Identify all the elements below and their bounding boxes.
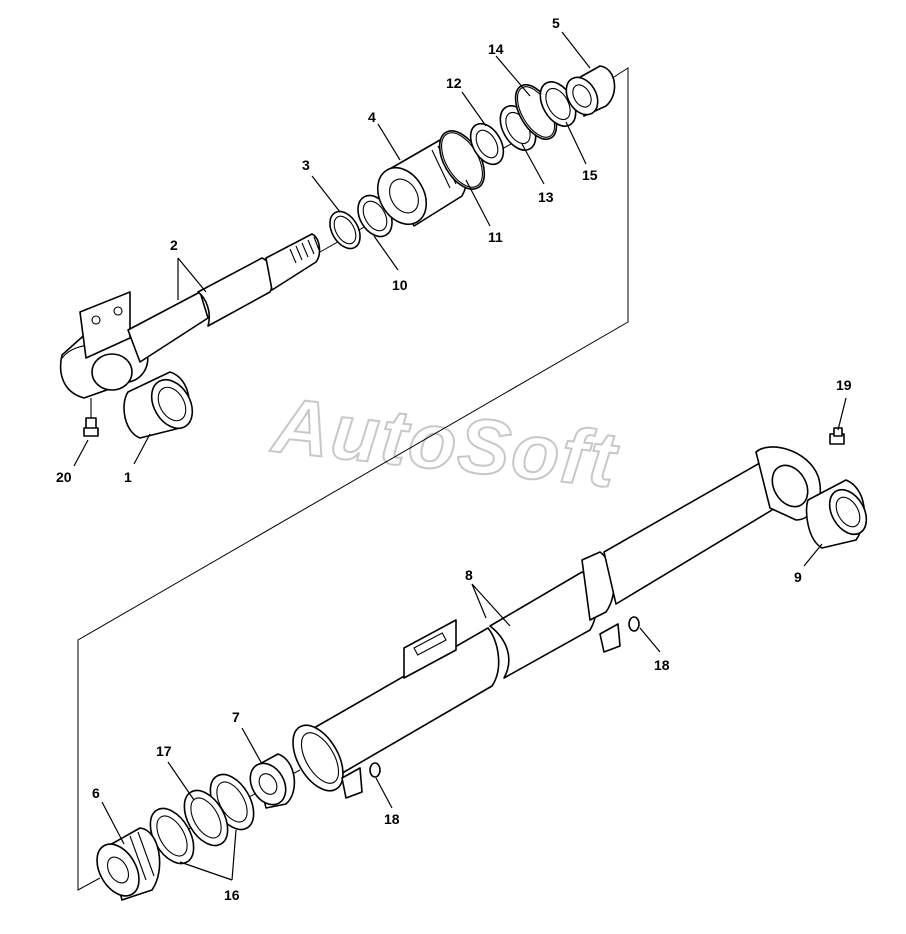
callout-4: 4 xyxy=(368,109,376,125)
callout-13: 13 xyxy=(538,189,554,205)
callout-3: 3 xyxy=(302,157,310,173)
snap-ring-front xyxy=(369,762,381,778)
piston-nut xyxy=(249,753,296,809)
callout-1: 1 xyxy=(124,469,132,485)
cylinder-head xyxy=(96,827,161,901)
grease-fitting-barrel xyxy=(829,427,845,445)
callout-18b: 18 xyxy=(384,811,400,827)
piston-rod xyxy=(127,233,321,363)
grease-fitting-rod xyxy=(83,398,99,437)
callout-5: 5 xyxy=(552,15,560,31)
snap-ring-rear xyxy=(628,616,640,632)
callout-16: 16 xyxy=(224,887,240,903)
assembly-frame xyxy=(77,67,629,891)
callout-18a: 18 xyxy=(654,657,670,673)
autosoft-watermark: AutoSoft xyxy=(267,380,623,504)
callout-10: 10 xyxy=(392,277,408,293)
callout-19: 19 xyxy=(836,377,852,393)
callout-17: 17 xyxy=(156,743,172,759)
barrel-bushing xyxy=(805,479,868,549)
head-wiper-ring xyxy=(183,789,229,847)
barrel-lug-rear xyxy=(599,623,621,653)
callout-15: 15 xyxy=(582,167,598,183)
rod-plate xyxy=(79,291,131,359)
callout-8: 8 xyxy=(465,567,473,583)
barrel-plate xyxy=(403,619,457,679)
callout-9: 9 xyxy=(794,569,802,585)
end-nut xyxy=(565,65,616,117)
leader-lines xyxy=(73,31,847,881)
callout-12: 12 xyxy=(446,75,462,91)
rod-bushing xyxy=(123,371,194,439)
barrel-lug-front xyxy=(341,767,363,799)
callout-7: 7 xyxy=(232,709,240,725)
head-seal-ring-front xyxy=(149,807,195,865)
callout-11: 11 xyxy=(488,229,503,245)
callout-6: 6 xyxy=(92,785,100,801)
cylinder-barrel xyxy=(292,446,822,792)
callout-14: 14 xyxy=(488,41,504,57)
snap-ring xyxy=(329,210,361,250)
backup-ring xyxy=(469,122,505,166)
callout-2: 2 xyxy=(170,237,178,253)
callout-20: 20 xyxy=(56,469,72,485)
